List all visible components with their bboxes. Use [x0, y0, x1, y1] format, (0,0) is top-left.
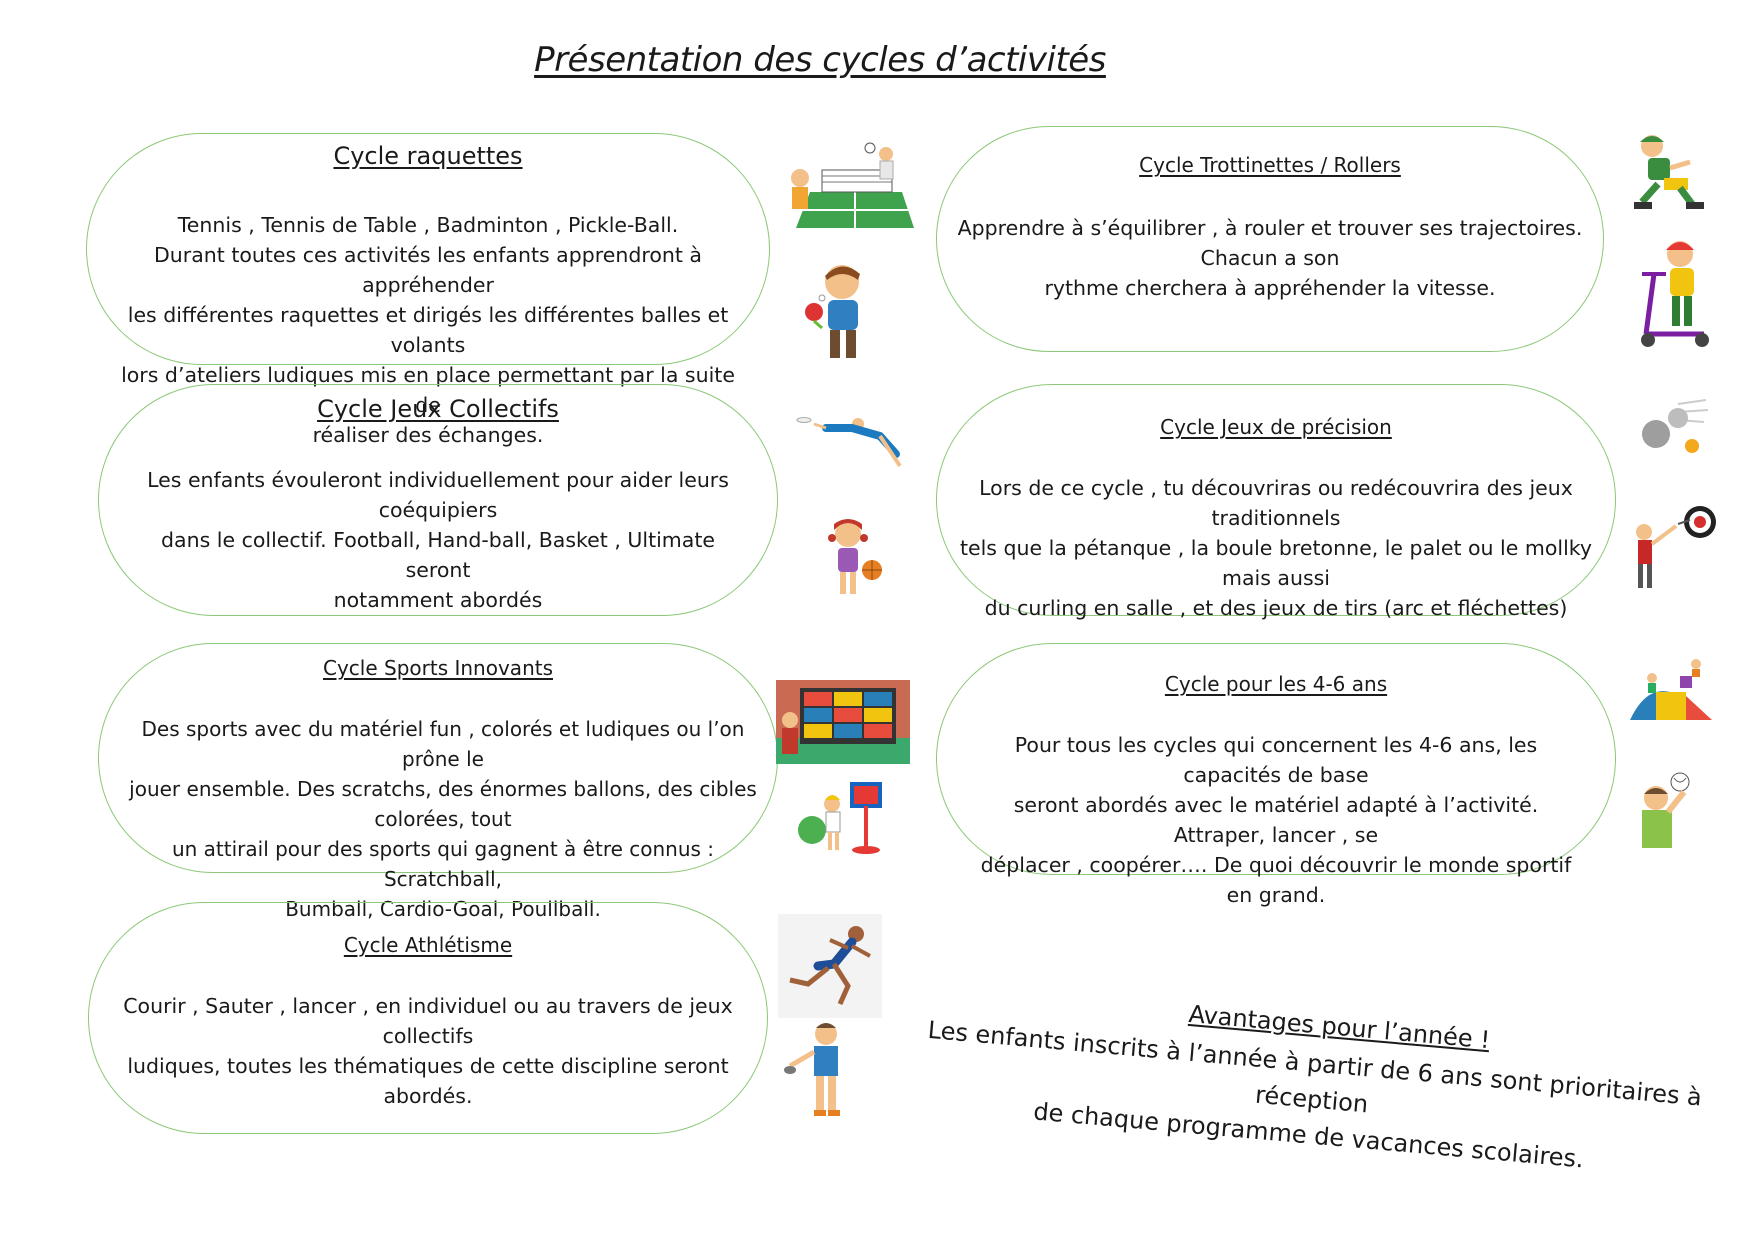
card-title: Cycle Jeux de précision [1160, 415, 1392, 439]
card-title: Cycle raquettes [333, 142, 523, 170]
kids-foam-blocks-icon [1630, 659, 1712, 720]
card-description: Apprendre à s’équilibrer , à rouler et t… [957, 216, 1583, 300]
darts-player-icon [1636, 506, 1716, 588]
page-title: Présentation des cycles d’activités [534, 40, 1106, 80]
scooter-kid-icon [1641, 241, 1709, 347]
card-cycle-jeux-de-precision: Cycle Jeux de précision Lors de ce cycle… [936, 384, 1616, 620]
frisbee-player-icon [796, 417, 902, 468]
card-title: Cycle Trottinettes / Rollers [1139, 153, 1401, 177]
cardio-goal-icon [798, 782, 882, 854]
card-title: Cycle Sports Innovants [323, 656, 553, 680]
sprinter-icon [778, 914, 882, 1018]
card-cycle-sports-innovants: Cycle Sports Innovants Des sports avec d… [98, 643, 778, 921]
card-description: Les enfants évouleront individuellement … [147, 468, 729, 612]
card-cycle-jeux-collectifs: Cycle Jeux Collectifs Les enfants évoule… [98, 384, 778, 616]
card-cycle-4-6-ans: Cycle pour les 4-6 ans Pour tous les cyc… [936, 643, 1616, 907]
scratchball-target-icon [776, 680, 910, 764]
tennis-court-icon [791, 142, 914, 228]
card-title: Cycle pour les 4-6 ans [1164, 672, 1388, 696]
card-description: Pour tous les cycles qui concernent les … [980, 733, 1572, 907]
discus-thrower-icon [784, 1023, 840, 1116]
card-title: Cycle Athlétisme [343, 933, 513, 957]
card-description: Courir , Sauter , lancer , en individuel… [123, 994, 733, 1108]
basketball-girl-icon [828, 519, 882, 594]
volleyball-boy-icon [1642, 772, 1690, 848]
card-description: Lors de ce cycle , tu découvriras ou red… [959, 476, 1593, 620]
card-cycle-trottinettes-rollers: Cycle Trottinettes / Rollers Apprendre à… [936, 126, 1604, 352]
card-description: Des sports avec du matériel fun , coloré… [129, 717, 757, 921]
card-cycle-raquettes: Cycle raquettes Tennis , Tennis de Table… [86, 133, 770, 447]
card-title: Cycle Jeux Collectifs [317, 395, 559, 423]
petanque-balls-icon [1642, 399, 1709, 453]
roller-skater-icon [1634, 135, 1704, 209]
table-tennis-player-icon [805, 265, 860, 358]
card-cycle-athletisme: Cycle Athlétisme Courir , Sauter , lance… [88, 902, 768, 1134]
